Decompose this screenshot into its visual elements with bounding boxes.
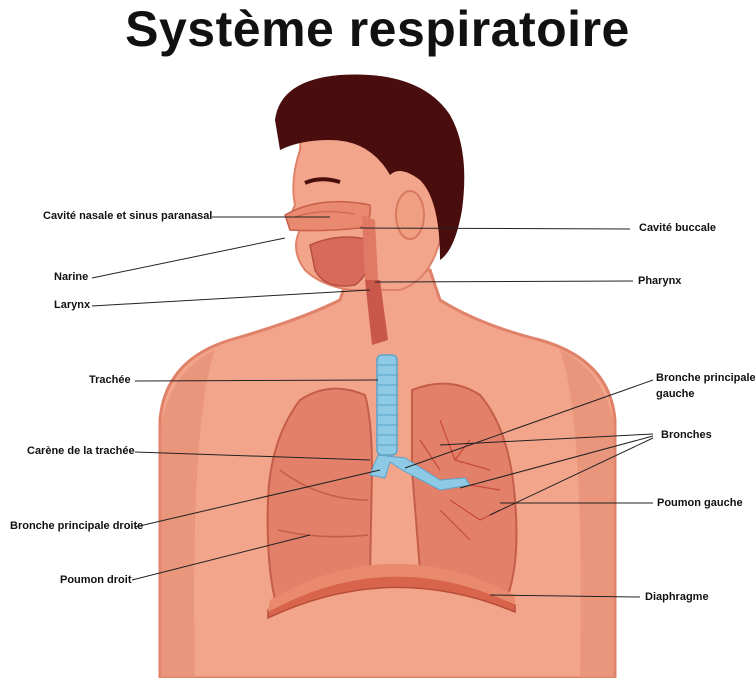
label-poumon-gauche: Poumon gauche (657, 497, 743, 509)
arm-shade-left (160, 350, 215, 678)
label-larynx: Larynx (54, 299, 91, 311)
bronchi (369, 454, 471, 491)
eyebrow (304, 177, 341, 185)
label-pharynx: Pharynx (638, 275, 682, 287)
label-bronche-droite: Bronche principale droite (10, 520, 144, 532)
label-poumon-droit: Poumon droit (60, 574, 132, 586)
hair (275, 74, 465, 260)
larynx (365, 280, 388, 345)
trachea-rings (377, 364, 397, 446)
label-carene: Carène de la trachée (27, 445, 135, 457)
label-bronche-gauche-line2: gauche (656, 388, 695, 400)
label-cavite-buccale: Cavité buccale (639, 222, 717, 234)
pharynx (362, 215, 378, 280)
ear (395, 190, 425, 240)
leader-lines (91, 216, 654, 598)
label-bronche-gauche-line1: Bronche principale (656, 372, 755, 384)
label-cavite-nasale: Cavité nasale et sinus paranasal (43, 210, 213, 222)
label-bronches: Bronches (661, 429, 712, 441)
page-title: Système respiratoire (125, 1, 630, 57)
label-narine: Narine (54, 271, 89, 283)
label-diaphragme: Diaphragme (645, 591, 709, 603)
label-trachee: Trachée (89, 374, 131, 386)
